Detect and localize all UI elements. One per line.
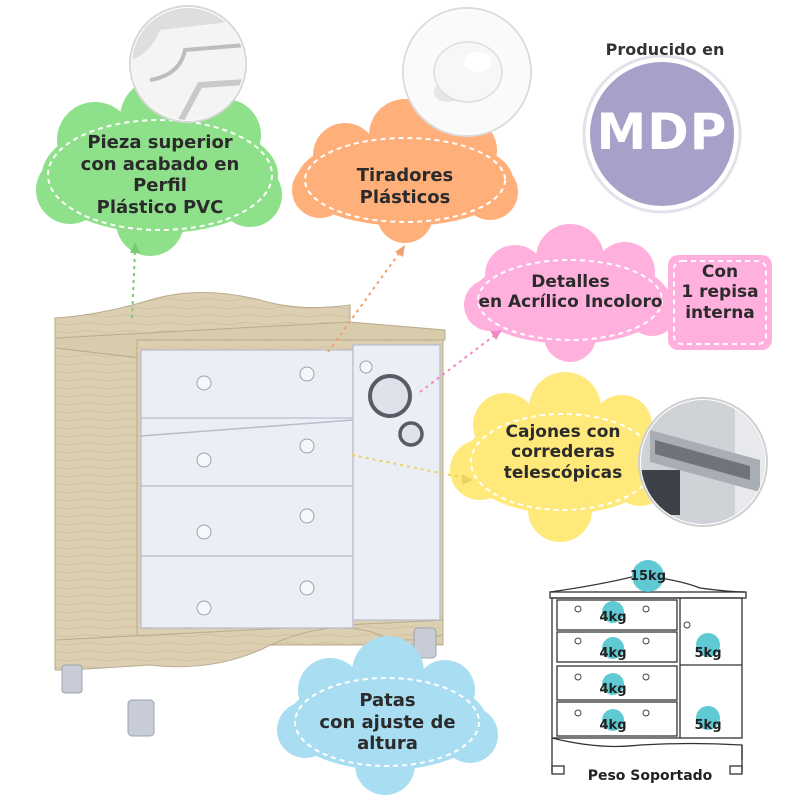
drawer-3	[140, 485, 354, 557]
weight-drawer-3: 4kg	[599, 682, 627, 697]
cloud-yellow	[450, 372, 668, 542]
acrylic-window-small	[398, 421, 424, 447]
arrow-heads	[130, 242, 502, 485]
dresser-side	[54, 347, 141, 661]
weight-top: 15kg	[629, 569, 667, 584]
zoom-pvc-detail	[129, 5, 247, 123]
zoom-slide-detail	[638, 397, 768, 527]
feature-pvc-top: Pieza superior con acabado en Perfil Plá…	[80, 132, 240, 218]
weight-door-lower: 5kg	[694, 718, 722, 733]
weight-drawer-1: 4kg	[599, 610, 627, 625]
leader-arrows	[131, 249, 496, 479]
acrylic-window-large	[368, 374, 412, 418]
weight-icons	[602, 560, 720, 731]
dresser	[54, 292, 446, 737]
feature-adjustable-legs: Patas con ajuste de altura	[319, 690, 456, 755]
weight-drawer-2: 4kg	[599, 646, 627, 661]
feature-plastic-handles: Tiradores Plásticos	[356, 165, 454, 208]
weight-door-upper: 5kg	[694, 646, 722, 661]
cloud-green	[36, 78, 282, 256]
weight-drawer-4: 4kg	[599, 718, 627, 733]
mdp-caption: Producido en	[605, 40, 725, 59]
feature-internal-shelf: Con 1 repisa interna	[681, 262, 759, 323]
legs	[61, 627, 437, 737]
drawer-4	[140, 555, 354, 629]
weight-caption: Peso Soportado	[587, 768, 713, 784]
cloud-blue	[277, 636, 498, 795]
small-knobs	[574, 605, 691, 717]
dresser-skirt	[54, 619, 444, 671]
shelf-badge-bg	[668, 255, 772, 350]
cloud-pink	[464, 224, 678, 362]
feature-acrylic-details: Detalles en Acrílico Incoloro	[478, 272, 663, 313]
knobs	[196, 360, 373, 616]
mdp-label: MDP	[596, 103, 728, 161]
feature-telescopic-slides: Cajones con correderas telescópicas	[503, 422, 623, 483]
zoom-handle-detail	[402, 7, 532, 137]
drawer-2	[140, 417, 354, 487]
